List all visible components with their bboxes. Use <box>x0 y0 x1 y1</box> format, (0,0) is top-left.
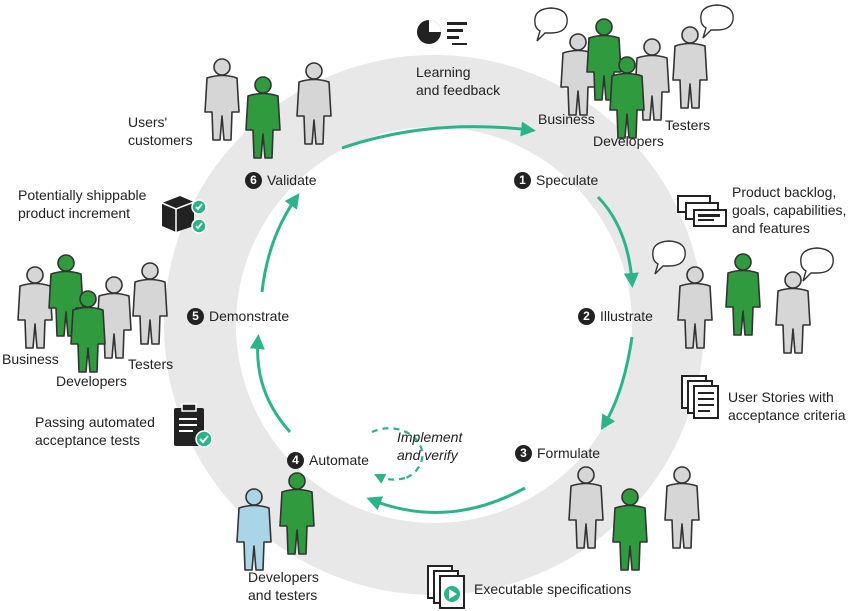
arrow-demonstrate-to-validate <box>260 193 300 293</box>
arrow-speculate-to-illustrate <box>596 195 639 288</box>
person-icon <box>775 271 811 354</box>
step-number: 6 <box>245 171 262 189</box>
cycle-ring <box>164 55 704 595</box>
step-number: 4 <box>287 451 304 469</box>
clipboard-check-icon <box>174 403 213 448</box>
person-icon <box>672 26 708 109</box>
step-number: 2 <box>578 307 595 325</box>
arrow-validate-to-speculate <box>341 121 536 150</box>
role-developers-label: Developers <box>56 373 127 389</box>
learning-feedback-label: Learning and feedback <box>416 64 501 98</box>
step-label: Formulate <box>537 445 601 461</box>
person-icon <box>664 466 700 549</box>
role-developers-label: Developers <box>593 133 664 149</box>
step-number: 3 <box>515 444 532 462</box>
arrow-illustrate-to-formulate <box>600 336 634 431</box>
step-label: Speculate <box>536 172 599 188</box>
step-speculate: 1 Speculate <box>514 171 598 189</box>
implement-loop-arc <box>371 427 424 479</box>
step-number: 1 <box>514 171 531 189</box>
product-backlog-label: Product backlog, goals, capabilities, an… <box>732 184 847 236</box>
shippable-increment-label: Potentially shippable product increment <box>18 187 147 221</box>
person-icon <box>17 266 53 349</box>
video-doc-icon <box>427 565 465 609</box>
speech-bubble-icon <box>700 4 734 39</box>
executable-specs-label: Executable specifications <box>474 581 632 597</box>
stacked-cards-icon <box>677 195 727 227</box>
chart-doc-icon <box>417 20 467 45</box>
person-icon <box>132 262 168 345</box>
arrow-automate-to-demonstrate <box>249 334 292 434</box>
implement-loop-arrow <box>374 474 406 484</box>
step-label: Validate <box>267 172 317 188</box>
speech-bubble-icon <box>800 247 834 282</box>
arrow-formulate-to-automate <box>366 486 526 514</box>
step-validate: 6 Validate <box>245 171 317 189</box>
person-icon <box>725 253 761 336</box>
developers-testers-label: Developers and testers <box>248 569 319 603</box>
step-illustrate: 2 Illustrate <box>578 307 653 325</box>
step-number: 5 <box>187 307 204 325</box>
speech-bubble-icon <box>534 7 568 42</box>
role-testers-label: Testers <box>128 356 174 372</box>
step-demonstrate: 5 Demonstrate <box>187 307 289 325</box>
passing-tests-label: Passing automated acceptance tests <box>35 414 155 448</box>
users-customers-label: Users' customers <box>128 114 193 148</box>
package-check-icon <box>161 196 207 234</box>
role-testers-label: Testers <box>665 117 711 133</box>
implement-verify-label: Implement and verify <box>397 429 463 463</box>
step-label: Automate <box>309 452 369 468</box>
user-stories-label: User Stories with acceptance criteria <box>728 389 846 423</box>
step-label: Demonstrate <box>209 308 290 324</box>
person-icon <box>204 58 240 141</box>
step-formulate: 3 Formulate <box>515 444 600 462</box>
step-label: Illustrate <box>600 308 653 324</box>
role-business-label: Business <box>538 111 595 127</box>
role-business-label: Business <box>2 351 59 367</box>
step-automate: 4 Automate <box>287 451 369 469</box>
document-stack-icon <box>681 375 719 419</box>
